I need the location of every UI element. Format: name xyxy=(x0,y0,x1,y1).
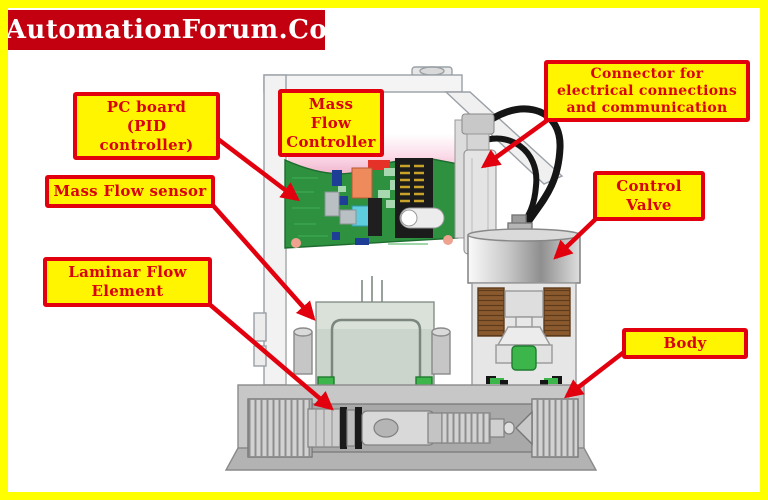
cable xyxy=(474,105,564,236)
brand-title: AutomationForum.Co xyxy=(5,15,328,45)
label-control-valve: Control Valve xyxy=(593,171,705,221)
label-laminar-flow-element: Laminar Flow Element xyxy=(43,257,212,307)
label-pc-board: PC board (PID controller) xyxy=(73,92,220,161)
control-valve-part xyxy=(467,214,581,388)
label-connector: Connector for electrical connections and… xyxy=(544,60,750,123)
inlet-fitting xyxy=(247,398,313,458)
label-mass-flow-controller: Mass Flow Controller xyxy=(278,89,384,158)
label-body: Body xyxy=(622,328,748,359)
valve-seat xyxy=(511,345,537,371)
sensor-block xyxy=(293,276,451,387)
pcb xyxy=(284,158,459,249)
outlet-fitting xyxy=(515,398,579,458)
valve-coils xyxy=(477,287,571,337)
label-mass-flow-sensor: Mass Flow sensor xyxy=(45,175,215,208)
laminar-flow-element-part xyxy=(307,407,515,449)
brand-banner: AutomationForum.Co xyxy=(5,10,328,50)
